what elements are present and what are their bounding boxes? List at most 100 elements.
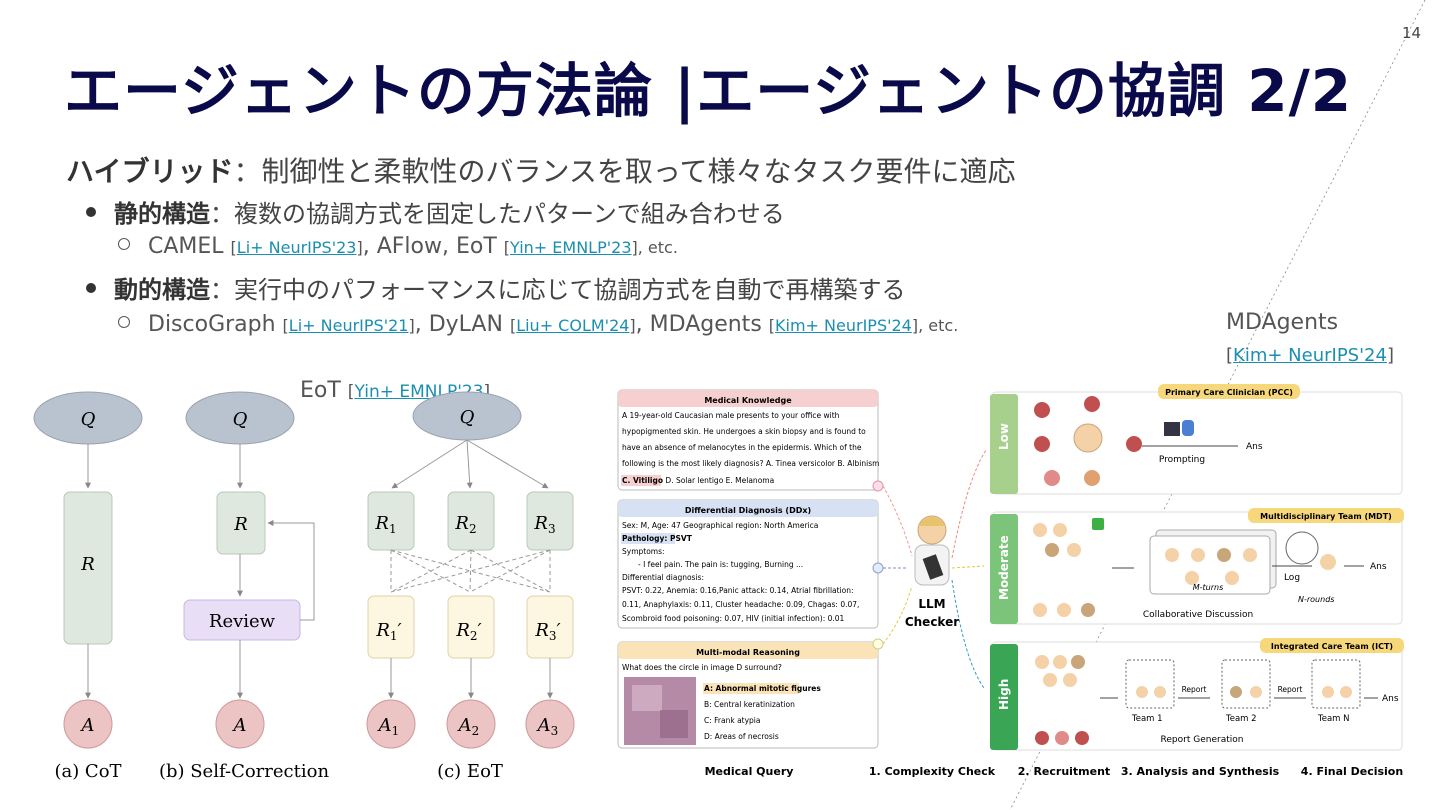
svg-text:N-rounds: N-rounds	[1298, 595, 1334, 604]
mdagents-figure: Medical Knowledge A 19-year-old Caucasia…	[617, 384, 1404, 778]
svg-text:- I feel pain. The pain is: tu: - I feel pain. The pain is: tugging, Bur…	[638, 560, 803, 569]
bullet-static-desc: ：複数の協調方式を固定したパターンで組み合わせる	[210, 200, 785, 228]
svg-text:A 19-year-old Caucasian male p: A 19-year-old Caucasian male presents to…	[622, 411, 840, 420]
node-label: A	[232, 715, 247, 736]
node-label: R	[80, 554, 95, 575]
svg-text:A2: A2	[457, 715, 480, 738]
svg-text:0.11, Anaphylaxis: 0.11, Clust: 0.11, Anaphylaxis: 0.11, Cluster headach…	[622, 600, 859, 609]
svg-text:High: High	[997, 679, 1011, 710]
eot-answer-row: A1 A2 A3	[366, 699, 575, 749]
eot-r-row: R1 R2 R3	[367, 491, 574, 551]
cot-answer-node	[63, 699, 113, 749]
bullet-dynamic-examples: DiscoGraph [Li+ NeurIPS'21], DyLAN [Liu+…	[118, 312, 958, 337]
svg-text:D: Areas of necrosis: D: Areas of necrosis	[704, 732, 779, 741]
svg-text:Medical Knowledge: Medical Knowledge	[704, 396, 792, 405]
svg-text:C. Vitiligo D. Solar lentigo E: C. Vitiligo D. Solar lentigo E. Melanoma	[622, 476, 774, 485]
svg-text:following is the most likely d: following is the most likely diagnosis? …	[622, 459, 879, 468]
citation-link[interactable]: Kim+ NeurIPS'24	[1233, 345, 1387, 366]
svg-text:Ans: Ans	[1246, 442, 1263, 452]
svg-text:R2: R2	[454, 513, 476, 536]
svg-text:Multi-modal Reasoning: Multi-modal Reasoning	[696, 648, 800, 657]
review-label: Review	[209, 611, 276, 632]
step-label: 1. Complexity Check	[869, 765, 996, 778]
svg-text:A1: A1	[377, 715, 400, 738]
svg-text:Team 1: Team 1	[1131, 714, 1163, 724]
bullet-hybrid: ハイブリッド：制御性と柔軟性のバランスを取って様々なタスク要件に適応	[66, 150, 1016, 190]
citation-link[interactable]: Kim+ NeurIPS'24	[775, 316, 912, 335]
page-number: 14	[1402, 24, 1422, 42]
slide-title: エージェントの方法論 |エージェントの協調 2/2	[64, 57, 1353, 125]
bullet-static-examples: CAMEL [Li+ NeurIPS'23], AFlow, EoT [Yin+…	[118, 234, 678, 259]
svg-text:Report: Report	[1182, 685, 1207, 694]
svg-text:Prompting: Prompting	[1159, 455, 1205, 465]
bullet-dynamic: 動的構造：実行中のパフォーマンスに応じて協調方式を自動で再構築する	[86, 270, 906, 305]
step-label: 2. Recruitment	[1018, 765, 1110, 778]
caption-cot: (a) CoT	[54, 761, 121, 782]
step-label: 4. Final Decision	[1301, 765, 1403, 778]
bullet-static: 静的構造：複数の協調方式を固定したパターンで組み合わせる	[86, 194, 785, 229]
svg-text:Collaborative Discussion: Collaborative Discussion	[1143, 610, 1253, 620]
svg-text:R3′: R3′	[534, 620, 560, 643]
node-label: A	[80, 715, 95, 736]
svg-text:Low: Low	[997, 423, 1011, 450]
eot-r-prime-row: R1′ R2′ R3′	[367, 595, 574, 659]
svg-text:R2′: R2′	[455, 620, 481, 643]
svg-text:Team 2: Team 2	[1225, 714, 1257, 724]
node-label: Q	[233, 409, 248, 430]
caption-eot: (c) EoT	[437, 761, 503, 782]
medical-knowledge-card: Medical Knowledge A 19-year-old Caucasia…	[617, 389, 879, 491]
svg-text:Pathology: PSVT: Pathology: PSVT	[622, 534, 693, 543]
bullet-dot	[86, 283, 96, 293]
svg-text:R3: R3	[533, 513, 555, 536]
svg-text:Log: Log	[1284, 573, 1300, 583]
citation-link[interactable]: Li+ NeurIPS'23	[236, 238, 357, 257]
node-label: R	[233, 514, 248, 535]
ddx-card: Differential Diagnosis (DDx) Sex: M, Age…	[617, 499, 879, 629]
checker-label: Checker	[905, 615, 959, 629]
svg-text:What does the circle in image: What does the circle in image D surround…	[622, 663, 782, 672]
svg-text:R1′: R1′	[375, 620, 401, 643]
bullet-dot	[86, 207, 96, 217]
svg-text:B: Central keratinization: B: Central keratinization	[704, 700, 795, 709]
llm-checker-doctor-icon	[914, 515, 950, 586]
svg-text:C: Frank atypia: C: Frank atypia	[704, 716, 761, 725]
node-label: Q	[81, 409, 96, 430]
bullet-ring	[118, 238, 130, 250]
sc-answer-node	[215, 699, 265, 749]
svg-text:Symptoms:: Symptoms:	[622, 547, 665, 556]
sc-reasoning-node	[216, 491, 266, 555]
mdagents-label: MDAgents	[1226, 310, 1339, 335]
bullet-static-term: 静的構造	[114, 200, 210, 228]
svg-text:Report Generation: Report Generation	[1161, 735, 1244, 745]
citation-link[interactable]: Li+ NeurIPS'21	[288, 316, 409, 335]
svg-text:A3: A3	[536, 715, 559, 738]
moderate-tier: Moderate Multidisciplinary Team (MDT) M-…	[990, 508, 1404, 625]
mdagents-citation: [Kim+ NeurIPS'24]	[1226, 345, 1394, 366]
svg-text:Sex: M, Age: 47 Geographical r: Sex: M, Age: 47 Geographical region: Nor…	[622, 521, 818, 530]
step-label: 3. Analysis and Synthesis	[1121, 765, 1280, 778]
multimodal-card: Multi-modal Reasoning What does the circ…	[617, 641, 879, 749]
low-tier: Low Primary Care Clinician (PCC) Prompti…	[990, 384, 1403, 495]
svg-text:Scombroid food poisoning: 0.07: Scombroid food poisoning: 0.07, HIV (ini…	[622, 614, 845, 623]
citation-link[interactable]: Liu+ COLM'24	[516, 316, 630, 335]
svg-text:Ans: Ans	[1382, 694, 1399, 704]
svg-text:Differential diagnosis:: Differential diagnosis:	[622, 573, 704, 582]
svg-text:Moderate: Moderate	[997, 535, 1011, 600]
svg-text:Multidisciplinary Team (MDT): Multidisciplinary Team (MDT)	[1260, 512, 1392, 521]
step-label: Medical Query	[705, 765, 794, 778]
svg-text:R1: R1	[374, 513, 396, 536]
svg-text:hypopigmented skin. He undergo: hypopigmented skin. He undergoes a skin …	[622, 427, 866, 436]
high-tier: High Integrated Care Team (ICT) Team 1 R…	[990, 638, 1404, 751]
svg-text:A: Abnormal mitotic figures: A: Abnormal mitotic figures	[704, 684, 821, 693]
svg-text:Primary Care Clinician (PCC): Primary Care Clinician (PCC)	[1165, 388, 1293, 397]
svg-text:Team N: Team N	[1317, 714, 1350, 724]
svg-text:Ans: Ans	[1370, 562, 1387, 572]
bullet-hybrid-desc: ：制御性と柔軟性のバランスを取って様々なタスク要件に適応	[233, 155, 1016, 188]
bullet-hybrid-term: ハイブリッド	[66, 155, 234, 188]
citation-link[interactable]: Yin+ EMNLP'23	[510, 238, 632, 257]
svg-text:Report: Report	[1278, 685, 1303, 694]
svg-text:Differential Diagnosis (DDx): Differential Diagnosis (DDx)	[685, 506, 811, 515]
svg-text:M-turns: M-turns	[1193, 583, 1224, 592]
checker-label: LLM	[918, 597, 945, 611]
bullet-dynamic-term: 動的構造	[114, 276, 210, 304]
